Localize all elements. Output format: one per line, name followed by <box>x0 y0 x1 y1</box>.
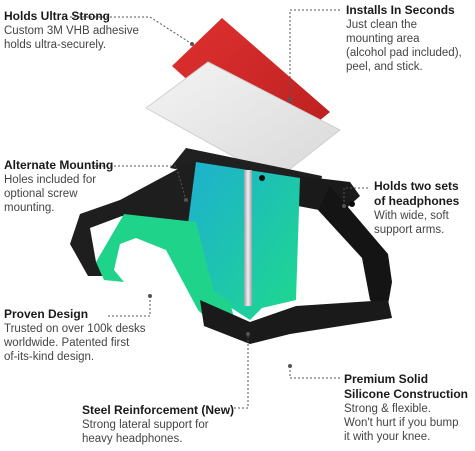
callout-desc-line: (alcohol pad included), <box>346 47 462 59</box>
callout-desc-line: peel, and stick. <box>346 61 423 73</box>
callout-desc-line: Strong lateral support for <box>82 419 209 431</box>
callout-title: Alternate Mounting <box>4 158 114 172</box>
callout-installs-in-seconds: Installs In Seconds Just clean the mount… <box>346 3 474 74</box>
callout-holds-ultra-strong: Holds Ultra Strong Custom 3M VHB adhesiv… <box>4 9 164 52</box>
callout-desc-line: it with your knee. <box>344 431 431 443</box>
callout-title: Holds Ultra Strong <box>4 9 111 23</box>
callout-desc-line: of-its-kind design. <box>4 351 95 363</box>
callout-title: of headphones <box>374 194 460 208</box>
callout-desc-line: Custom 3M VHB adhesive <box>4 25 139 37</box>
callout-desc-line: Trusted on over 100k desks <box>4 323 146 335</box>
callout-title: Premium Solid <box>344 372 429 386</box>
callout-desc-line: Strong & flexible. <box>344 403 431 415</box>
leader-installs <box>289 9 340 100</box>
callout-desc-line: Holes included for <box>4 174 97 186</box>
callout-desc-line: mounting area <box>346 33 420 45</box>
steel-rod <box>244 170 252 306</box>
leader-alternate-mounting <box>94 165 187 201</box>
leader-steel <box>234 334 249 409</box>
callout-proven-design: Proven Design Trusted on over 100k desks… <box>4 307 164 364</box>
foam-pad <box>145 61 341 181</box>
callout-desc-line: mounting. <box>4 202 55 214</box>
callout-title: Proven Design <box>4 307 89 321</box>
callout-steel-reinforcement: Steel Reinforcement (New) Strong lateral… <box>82 403 252 446</box>
callout-desc-line: worldwide. Patented first <box>4 337 130 349</box>
callout-title: Holds two sets <box>374 179 459 193</box>
callout-premium-solid: Premium Solid Silicone Construction Stro… <box>344 372 474 444</box>
callout-title: Steel Reinforcement (New) <box>82 403 235 417</box>
callout-desc-line: holds ultra-securely. <box>4 39 107 51</box>
callout-desc-line: Won't hurt if you bump <box>344 417 459 429</box>
callout-desc-line: support arms. <box>374 224 445 236</box>
callout-holds-two-sets: Holds two sets of headphones With wide, … <box>374 179 474 237</box>
leader-holds-two-sets <box>343 187 368 206</box>
callout-desc-line: Just clean the <box>346 19 417 31</box>
callout-title: Installs In Seconds <box>346 3 455 17</box>
callout-desc-line: optional screw <box>4 188 78 200</box>
leader-proven-design <box>108 296 151 317</box>
callout-desc-line: With wide, soft <box>374 210 449 222</box>
leader-holds-ultra-strong <box>70 16 193 45</box>
callout-title: Silicone Construction <box>344 387 469 401</box>
leader-premium-solid <box>289 366 340 379</box>
callout-alternate-mounting: Alternate Mounting Holes included for op… <box>4 158 134 215</box>
callout-desc-line: heavy headphones. <box>82 433 183 445</box>
